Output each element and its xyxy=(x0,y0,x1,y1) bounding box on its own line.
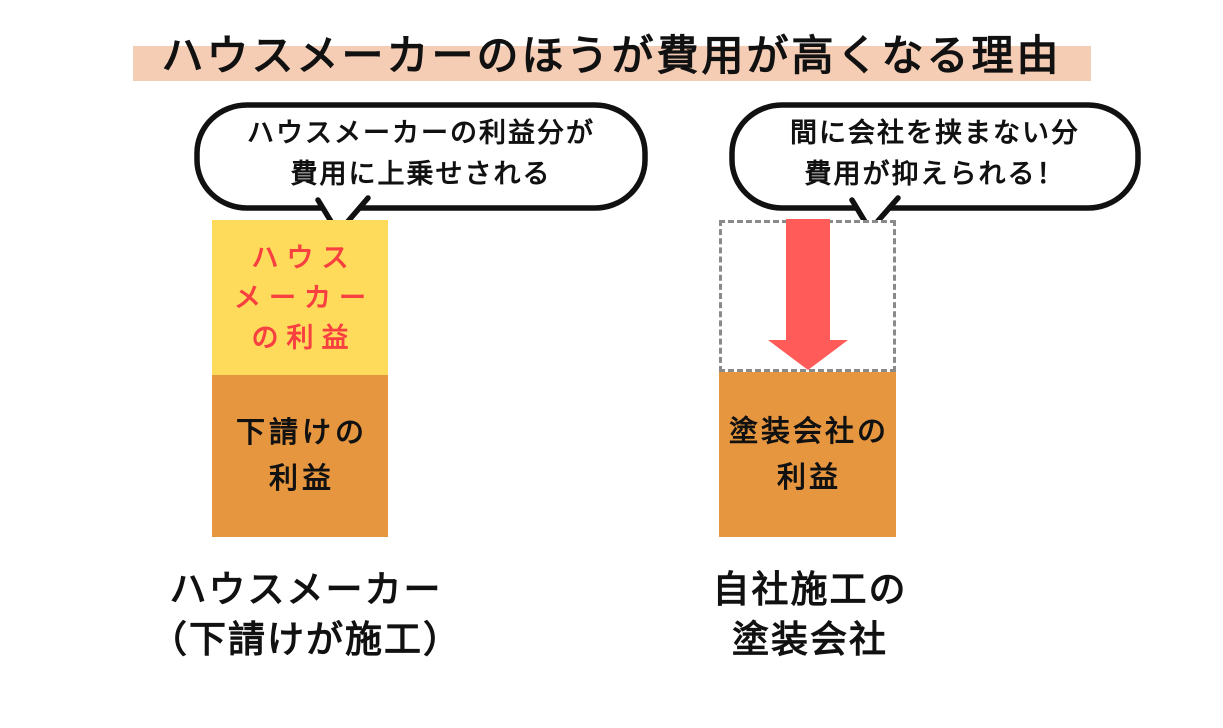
left-bar-caption: ハウスメーカー （下請けが施工） xyxy=(130,565,482,665)
left-caption-line2: （下請けが施工） xyxy=(150,619,462,660)
house-maker-profit-segment: ハウス メーカー の利益 xyxy=(212,220,388,375)
right-caption-line1: 自社施工の xyxy=(712,569,908,610)
painter-profit-segment: 塗装会社の 利益 xyxy=(719,372,896,537)
maker-profit-line1: ハウス xyxy=(251,242,357,273)
maker-profit-line3: の利益 xyxy=(251,322,357,353)
sub-profit-line1: 下請けの xyxy=(235,417,368,449)
left-speech-bubble xyxy=(194,102,648,236)
maker-profit-line2: メーカー xyxy=(234,282,374,313)
paint-profit-line2: 利益 xyxy=(776,461,841,494)
left-bubble-text: ハウスメーカーの利益分が 費用に上乗せされる xyxy=(197,113,645,195)
title-highlight-band xyxy=(133,46,1091,81)
right-bubble-line1: 間に会社を挟まない分 xyxy=(790,118,1080,148)
left-bubble-line2: 費用に上乗せされる xyxy=(290,159,552,189)
right-bar-caption: 自社施工の 塗装会社 xyxy=(630,565,990,665)
paint-profit-line1: 塗装会社の xyxy=(728,415,889,448)
left-bubble-line1: ハウスメーカーの利益分が xyxy=(247,118,595,148)
down-arrow-icon xyxy=(768,219,848,370)
sub-profit-line2: 利益 xyxy=(268,463,335,495)
right-bubble-text: 間に会社を挟まない分 費用が抑えられる！ xyxy=(732,113,1138,195)
subcontractor-profit-segment: 下請けの 利益 xyxy=(212,375,388,537)
right-caption-line2: 塗装会社 xyxy=(732,619,888,660)
right-bubble-line2: 費用が抑えられる！ xyxy=(804,159,1066,189)
left-caption-line1: ハウスメーカー xyxy=(169,569,443,610)
page-title: ハウスメーカーのほうが費用が高くなる理由 xyxy=(161,32,1062,79)
